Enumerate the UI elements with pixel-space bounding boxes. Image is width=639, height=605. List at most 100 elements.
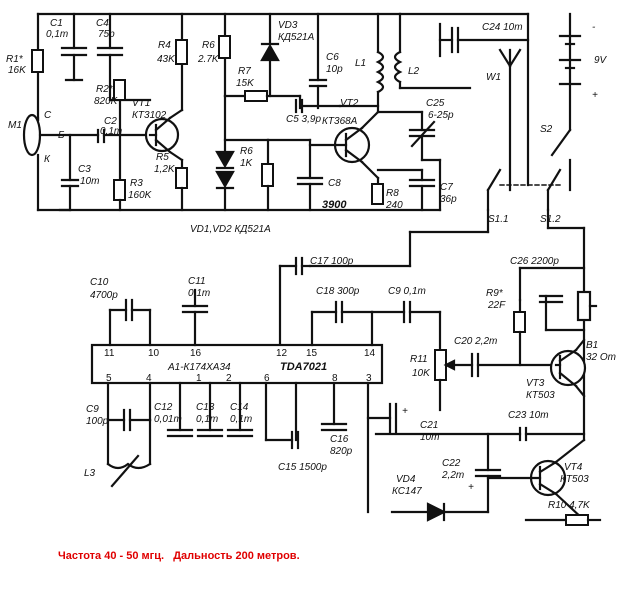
value-c16: 820p <box>330 446 353 457</box>
label-r8: R8 <box>386 188 399 199</box>
label-s2: S2 <box>540 124 553 135</box>
label-l2: L2 <box>408 66 420 77</box>
value-c14: 0,1m <box>230 414 252 425</box>
label-l3: L3 <box>84 468 96 479</box>
value-vd3: КД521А <box>278 32 315 43</box>
value-c22: 2,2m <box>441 470 464 481</box>
value-r6-bottom: 1K <box>240 158 254 169</box>
label-tda7021: TDA7021 <box>280 361 327 373</box>
label-c1: C1 <box>50 18 63 29</box>
ic-a1-tda7021 <box>90 343 384 385</box>
value-r3: 160K <box>128 190 153 201</box>
value-r11: 10K <box>412 368 431 379</box>
resistor-r4 <box>175 39 188 65</box>
label-vd1-vd2: VD1,VD2 КД521А <box>190 224 271 235</box>
value-c1: 0,1m <box>46 29 68 40</box>
value-c13: 0,1m <box>196 414 218 425</box>
label-r3: R3 <box>130 178 143 189</box>
pin-11: 11 <box>104 348 115 359</box>
label-vt2: VT2 <box>340 98 359 109</box>
value-c21: 10m <box>420 432 439 443</box>
inductor-l2 <box>393 50 403 84</box>
inductor-l1 <box>375 50 385 94</box>
label-mic-k: К <box>44 154 51 165</box>
label-c15: C15 1500p <box>278 462 327 473</box>
value-c25: 6-25p <box>428 110 454 121</box>
value-vd4: КС147 <box>392 486 422 497</box>
value-r2: 820K <box>94 96 119 107</box>
label-c16: C16 <box>330 434 349 445</box>
pin-4: 4 <box>146 373 152 384</box>
label-c22: C22 <box>442 458 461 469</box>
label-c7: C7 <box>440 182 453 193</box>
label-m1: M1 <box>8 120 22 131</box>
battery-minus-sign: - <box>592 22 596 33</box>
label-c8: C8 <box>328 178 341 189</box>
label-c21: C21 <box>420 420 438 431</box>
label-r7: R7 <box>238 66 251 77</box>
transistor-vt1 <box>144 117 180 153</box>
label-r2: R2* <box>96 84 114 95</box>
label-c11: C11 <box>188 276 206 287</box>
trimmer-c25 <box>410 120 436 148</box>
pin-2: 2 <box>226 373 232 384</box>
label-c5: C5 3,9p <box>286 114 321 125</box>
value-c4: 75p <box>98 29 115 40</box>
label-r10: R10 4,7K <box>548 500 591 511</box>
value-r9: 22F <box>487 300 506 311</box>
label-c14: C14 <box>230 402 249 413</box>
value-vt4: КТ503 <box>560 474 589 485</box>
value-vt2: КТ368А <box>322 116 358 127</box>
label-c10: C10 <box>90 277 109 288</box>
value-c8-3900: 3900 <box>322 199 347 211</box>
pin-10: 10 <box>148 348 160 359</box>
value-r8: 240 <box>385 200 403 211</box>
diode-vd2 <box>215 170 235 189</box>
value-r6-top: 2.7K <box>197 54 220 65</box>
battery-plus-sign: + <box>592 90 598 101</box>
inductor-l3 <box>106 462 152 470</box>
value-c6: 10p <box>326 64 343 75</box>
switch-s1-1 <box>486 168 502 192</box>
pin-14: 14 <box>364 348 376 359</box>
value-c11: 0,1m <box>188 288 210 299</box>
resistor-r7 <box>244 90 268 102</box>
label-vd4: VD4 <box>396 474 416 485</box>
label-c13: C13 <box>196 402 215 413</box>
pin-8: 8 <box>332 373 338 384</box>
label-ic-a1: A1-К174ХА34 <box>167 362 231 373</box>
value-vt3: КТ503 <box>526 390 555 401</box>
label-c12: C12 <box>154 402 173 413</box>
value-r5: 1,2K <box>154 164 176 175</box>
switch-s1-2 <box>546 168 562 192</box>
diode-vd1 <box>215 150 235 169</box>
resistor-r2 <box>113 79 126 101</box>
label-r11: R11 <box>410 354 428 365</box>
pin-3: 3 <box>366 373 372 384</box>
value-b1: 32 Om <box>586 352 616 363</box>
value-c12: 0,01m <box>154 414 182 425</box>
resistor-r3 <box>113 179 126 201</box>
c21-plus-sign: + <box>402 406 408 417</box>
resistor-r1 <box>31 49 44 73</box>
label-c18: C18 300p <box>316 286 360 297</box>
diode-vd3 <box>260 43 280 62</box>
label-c4: C4 <box>96 18 109 29</box>
label-c9-bottom: C9 <box>86 404 99 415</box>
value-r1: 16K <box>8 65 27 76</box>
pin-1: 1 <box>196 373 202 384</box>
label-vt3: VT3 <box>526 378 545 389</box>
label-r6-bottom: R6 <box>240 146 253 157</box>
label-vd3: VD3 <box>278 20 298 31</box>
label-b1: B1 <box>586 340 598 351</box>
label-s1-2: S1.2 <box>540 214 561 225</box>
label-c20: C20 2,2m <box>454 336 497 347</box>
label-mic-c: C <box>44 110 52 121</box>
value-r7: 15K <box>236 78 255 89</box>
pin-15: 15 <box>306 348 318 359</box>
label-l1: L1 <box>355 58 366 69</box>
label-c23: C23 10m <box>508 410 549 421</box>
resistor-r10 <box>565 514 589 526</box>
value-c2: 0,1m <box>100 126 122 137</box>
value-c7: 36p <box>440 194 457 205</box>
